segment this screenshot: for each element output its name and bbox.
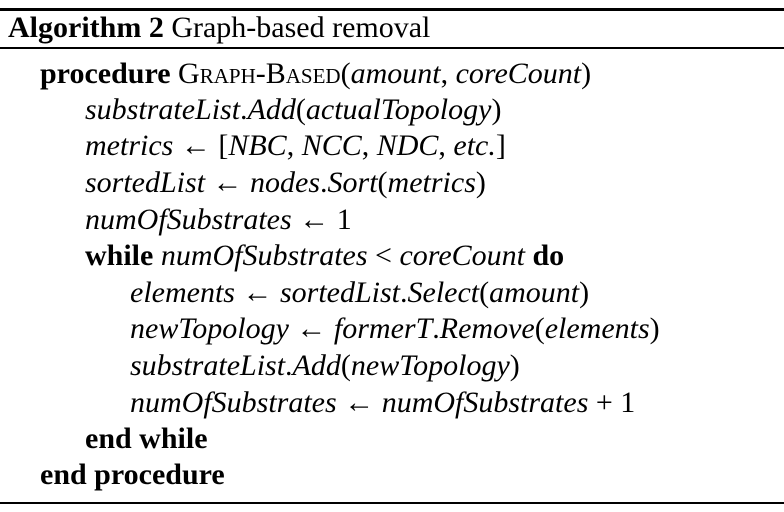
statement-metrics: metrics ← [NBC, NCC, NDC, etc.] <box>85 129 506 162</box>
end-procedure-line: end procedure <box>40 458 225 492</box>
statement-init-count: numOfSubstrates ← 1 <box>85 203 352 236</box>
top-rule <box>0 8 784 11</box>
end-while-line: end while <box>85 422 208 456</box>
procedure-line: procedure Graph-Based(amount, coreCount) <box>40 57 591 91</box>
statement-elements: elements ← sortedList.Select(amount) <box>130 276 590 309</box>
while-line: while numOfSubstrates < coreCount do <box>85 239 564 273</box>
algorithm-caption: Algorithm 2 Graph-based removal <box>8 12 430 44</box>
statement-new-topology: newTopology ← formerT.Remove(elements) <box>130 312 660 345</box>
do-keyword: do <box>532 239 565 272</box>
bottom-rule <box>0 502 784 504</box>
while-condition: numOfSubstrates < coreCount <box>160 239 525 272</box>
algorithm-title: Graph-based removal <box>171 11 431 44</box>
statement-increment-count: numOfSubstrates ← numOfSubstrates + 1 <box>130 386 636 419</box>
procedure-signature: Graph-Based(amount, coreCount) <box>178 57 592 90</box>
algorithm-label: Algorithm 2 <box>8 11 164 44</box>
while-keyword: while <box>85 239 154 272</box>
statement-sorted-list: sortedList ← nodes.Sort(metrics) <box>85 166 486 199</box>
statement-add-actual: substrateList.Add(actualTopology) <box>85 93 502 126</box>
end-procedure-keyword: end procedure <box>40 458 225 491</box>
statement-add-new: substrateList.Add(newTopology) <box>130 349 520 382</box>
caption-rule <box>0 47 784 49</box>
end-while-keyword: end while <box>85 422 208 455</box>
procedure-keyword: procedure <box>40 57 171 90</box>
